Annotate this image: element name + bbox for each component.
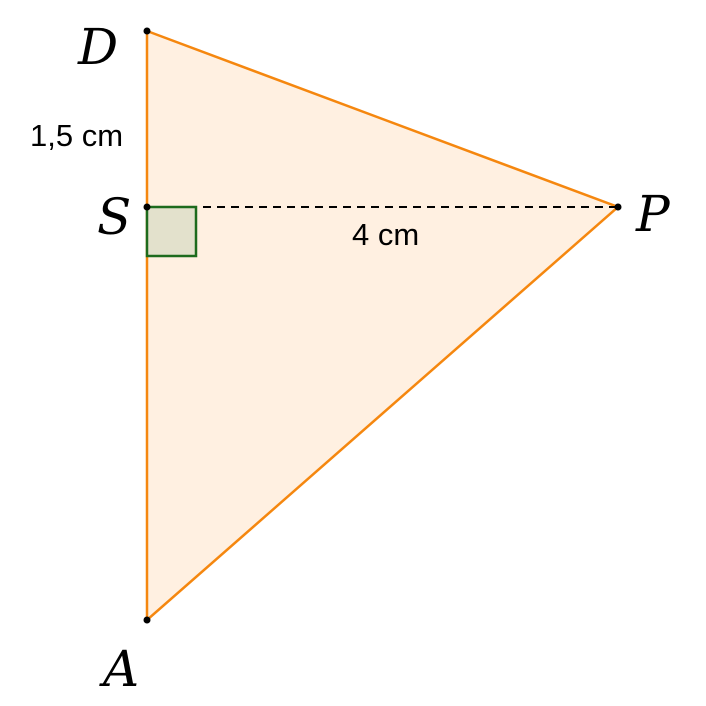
point-a [143, 616, 151, 624]
point-s [143, 203, 151, 211]
label-point-d: D [77, 18, 118, 76]
label-sp-length: 4 cm [352, 217, 419, 252]
point-p [614, 203, 622, 211]
right-angle-marker [145, 205, 198, 258]
label-point-a: A [99, 640, 139, 698]
label-point-p: P [635, 185, 671, 243]
label-point-s: S [97, 188, 131, 246]
label-ds-length: 1,5 cm [30, 118, 123, 153]
point-d [143, 27, 151, 35]
triangle-dpa [145, 29, 621, 623]
